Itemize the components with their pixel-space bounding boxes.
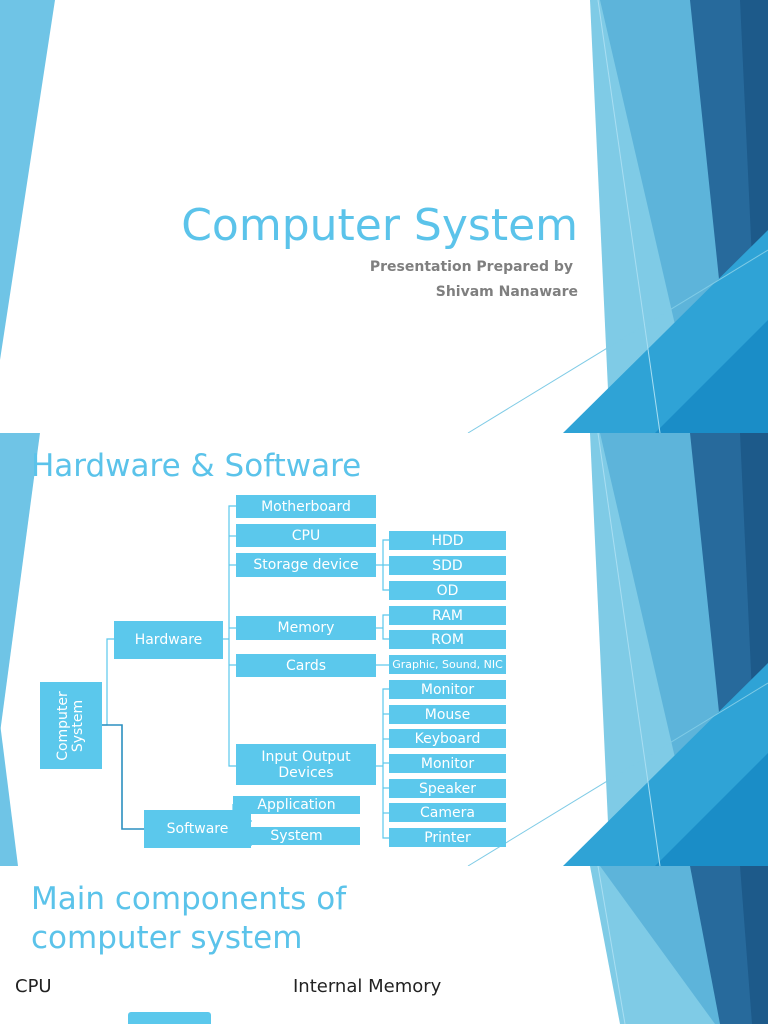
node-storage-device: Storage device xyxy=(236,553,376,577)
presentation-title: Computer System xyxy=(181,200,578,251)
section-title: Hardware & Software xyxy=(31,448,362,484)
slide-main-components: Main components of computer system CPU I… xyxy=(0,866,768,1024)
node-io-monitor-2: Monitor xyxy=(389,754,506,773)
node-io-keyboard: Keyboard xyxy=(389,729,506,748)
node-ram: RAM xyxy=(389,606,506,625)
node-computer-system: Computer System xyxy=(40,682,102,769)
slide-decoration xyxy=(0,433,768,866)
node-rom: ROM xyxy=(389,630,506,649)
node-od: OD xyxy=(389,581,506,600)
node-application: Application xyxy=(233,796,360,814)
node-io-printer: Printer xyxy=(389,828,506,847)
slide-title: Computer System Presentation Prepared by… xyxy=(0,0,768,433)
node-hdd: HDD xyxy=(389,531,506,550)
node-sdd: SDD xyxy=(389,556,506,575)
node-hardware: Hardware xyxy=(114,621,223,659)
subtitle-line-1: Presentation Prepared by xyxy=(369,259,573,275)
label-internal-memory: Internal Memory xyxy=(293,976,442,997)
node-input-output-devices: Input Output Devices xyxy=(236,744,376,785)
node-io-monitor: Monitor xyxy=(389,680,506,699)
slide-decoration xyxy=(590,866,768,1024)
node-cpu: CPU xyxy=(236,524,376,547)
cpu-box xyxy=(128,1012,211,1024)
node-computer-system-label: Computer System xyxy=(55,690,87,761)
subtitle-line-2: Shivam Nanaware xyxy=(435,284,578,300)
node-cards: Cards xyxy=(236,654,376,677)
label-cpu: CPU xyxy=(15,976,52,997)
node-io-camera: Camera xyxy=(389,803,506,822)
node-system: System xyxy=(233,827,360,845)
node-io-mouse: Mouse xyxy=(389,705,506,724)
slide-decoration xyxy=(0,0,768,433)
node-motherboard: Motherboard xyxy=(236,495,376,518)
node-memory: Memory xyxy=(236,616,376,640)
node-cards-detail: Graphic, Sound, NIC xyxy=(389,655,506,674)
section-title: Main components of computer system xyxy=(31,881,347,956)
node-io-speaker: Speaker xyxy=(389,779,506,798)
slide-hardware-software: Hardware & Software Computer System Hard… xyxy=(0,433,768,866)
